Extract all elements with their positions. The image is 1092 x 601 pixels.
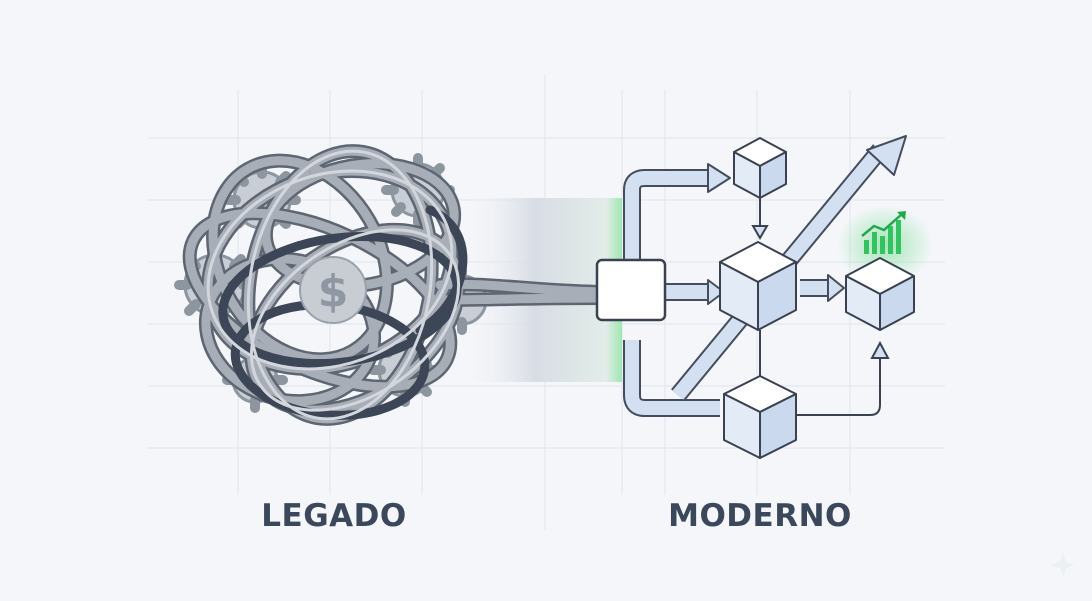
growth-chart-icon [861, 211, 906, 254]
flow-arrowheads [707, 135, 907, 305]
service-cube-top [733, 137, 787, 199]
service-cube-center [719, 241, 797, 331]
legacy-tangle [182, 144, 607, 426]
modern-label: MODERNO [668, 498, 852, 534]
hub-node [595, 258, 667, 322]
arrow-right-icon [707, 163, 731, 193]
dollar-glyph: $ [318, 266, 349, 317]
trend-arrow-icon [866, 135, 907, 176]
dollar-icon: $ [299, 256, 367, 324]
service-cube-right [845, 257, 915, 331]
service-cube-bottom [723, 375, 797, 459]
arrow-right-icon [827, 274, 845, 302]
legacy-label: LEGADO [261, 498, 407, 534]
sparkle-icon [1051, 553, 1075, 577]
arrow-right-icon [707, 279, 725, 305]
